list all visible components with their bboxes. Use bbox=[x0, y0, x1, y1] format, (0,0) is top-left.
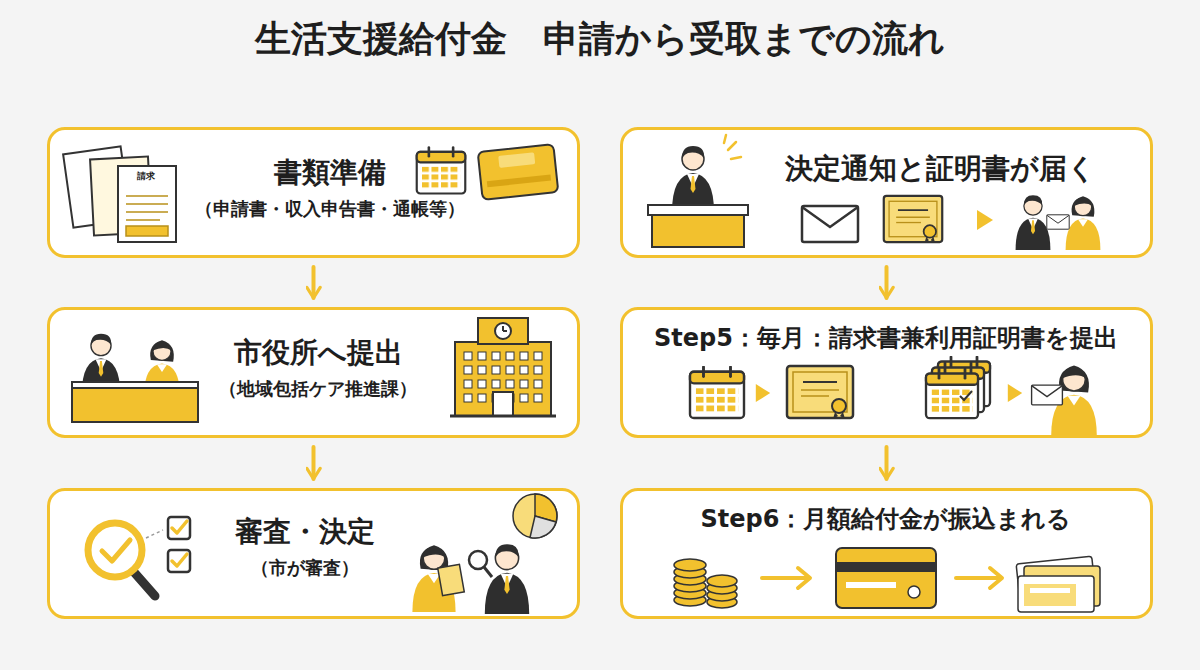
text-block: Step6：月額給付金が振込まれる bbox=[631, 504, 1141, 535]
text-block: 決定通知と証明書が届く bbox=[750, 151, 1130, 187]
step-heading: Step6：月額給付金が振込まれる bbox=[631, 504, 1141, 535]
document-label: 請求 bbox=[137, 172, 155, 181]
step-heading: 審査・決定 bbox=[185, 514, 425, 550]
flow-arrow bbox=[885, 447, 889, 479]
step-heading: 決定通知と証明書が届く bbox=[750, 151, 1130, 187]
flow-arrow bbox=[312, 267, 316, 298]
text-block: 市役所へ提出 （地域包括ケア推進課） bbox=[173, 335, 463, 401]
text-block: 書類準備 （申請書・収入申告書・通帳等） bbox=[180, 155, 480, 221]
process-box: Step5：毎月：請求書兼利用証明書を提出 bbox=[620, 307, 1153, 438]
diagram-title: 生活支援給付金 申請から受取までの流れ bbox=[0, 16, 1200, 63]
step-heading: 市役所へ提出 bbox=[173, 335, 463, 371]
step-heading: Step5：毎月：請求書兼利用証明書を提出 bbox=[631, 323, 1141, 354]
flow-arrow bbox=[885, 267, 889, 298]
process-box: 書類準備 （申請書・収入申告書・通帳等） bbox=[47, 127, 580, 258]
process-box: 審査・決定 （市が審査） bbox=[47, 488, 580, 619]
process-box: Step6：月額給付金が振込まれる bbox=[620, 488, 1153, 619]
step-heading: 書類準備 bbox=[180, 155, 480, 191]
flow-arrow bbox=[312, 447, 316, 479]
process-box: 決定通知と証明書が届く bbox=[620, 127, 1153, 258]
text-block: 審査・決定 （市が審査） bbox=[185, 514, 425, 580]
step-note: （市が審査） bbox=[185, 556, 425, 579]
step-note: （地域包括ケア推進課） bbox=[173, 377, 463, 400]
process-box: 市役所へ提出 （地域包括ケア推進課） bbox=[47, 307, 580, 438]
step-note: （申請書・収入申告書・通帳等） bbox=[180, 197, 480, 220]
text-block: Step5：毎月：請求書兼利用証明書を提出 bbox=[631, 323, 1141, 354]
